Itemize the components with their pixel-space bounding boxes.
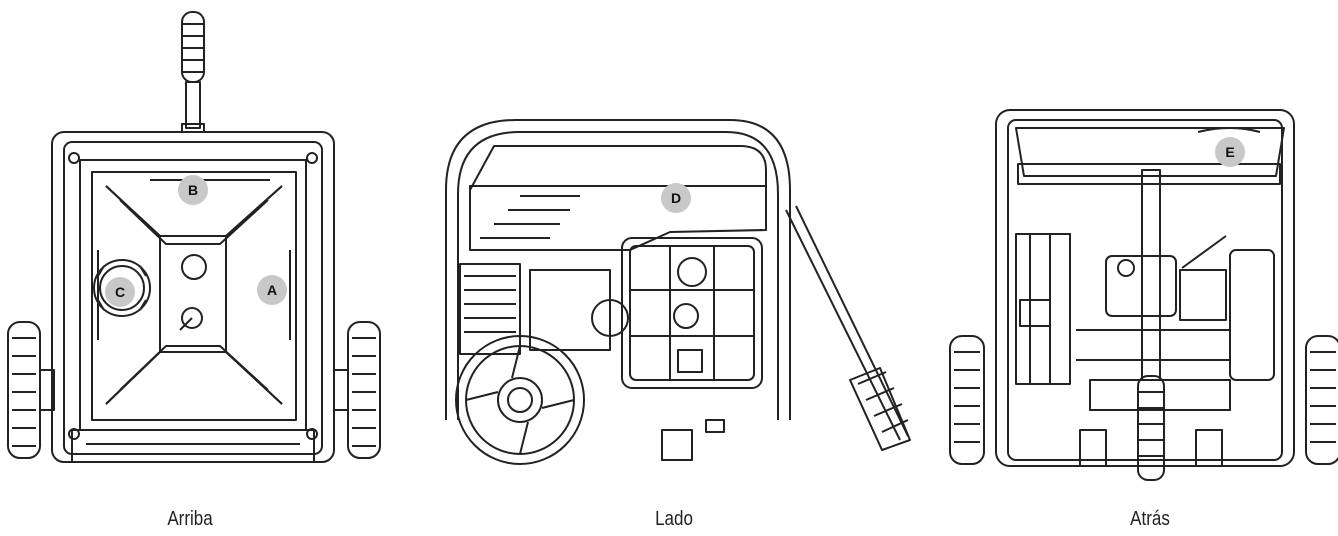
top-view-drawing: B A C <box>7 11 381 463</box>
frame-rear <box>995 109 1295 467</box>
wheel-right-top <box>333 321 381 459</box>
side-view-drawing: D <box>445 119 911 465</box>
fuel-tank-rear <box>1015 127 1285 185</box>
engine-rear <box>1015 233 1275 411</box>
svg-text:E: E <box>1225 144 1234 160</box>
fuel-gauge <box>181 254 207 280</box>
fuel-cap <box>93 259 151 317</box>
callout-d: D <box>661 183 691 213</box>
callout-b: B <box>178 175 208 205</box>
handle-rear <box>1137 169 1165 481</box>
rear-view-drawing: E <box>949 109 1338 481</box>
frame-side <box>445 119 791 420</box>
callout-a: A <box>257 275 287 305</box>
svg-text:A: A <box>267 282 277 298</box>
svg-text:B: B <box>188 182 198 198</box>
caption-side: Lado <box>655 508 693 530</box>
wheel-side <box>455 335 585 465</box>
top-view: B A C Arriba <box>0 0 420 530</box>
callout-c: C <box>105 277 135 307</box>
callout-e: E <box>1215 137 1245 167</box>
alternator-panel <box>621 237 763 389</box>
rear-view: E Atrás <box>930 0 1338 530</box>
handle-side <box>785 205 911 451</box>
caption-top: Arriba <box>167 508 213 530</box>
wheel-left-top <box>7 321 55 459</box>
engine-side <box>459 263 629 355</box>
svg-text:D: D <box>671 190 681 206</box>
fuel-tank <box>79 159 307 431</box>
side-view: D Lado <box>430 0 920 530</box>
vent-knob <box>181 307 203 329</box>
fuel-tank-side <box>469 145 767 251</box>
svg-text:C: C <box>115 284 125 300</box>
foot-side <box>661 429 693 461</box>
handle-top <box>181 11 205 133</box>
wheel-left-rear <box>949 335 985 465</box>
wheel-right-rear <box>1305 335 1338 465</box>
caption-rear: Atrás <box>1130 508 1170 530</box>
